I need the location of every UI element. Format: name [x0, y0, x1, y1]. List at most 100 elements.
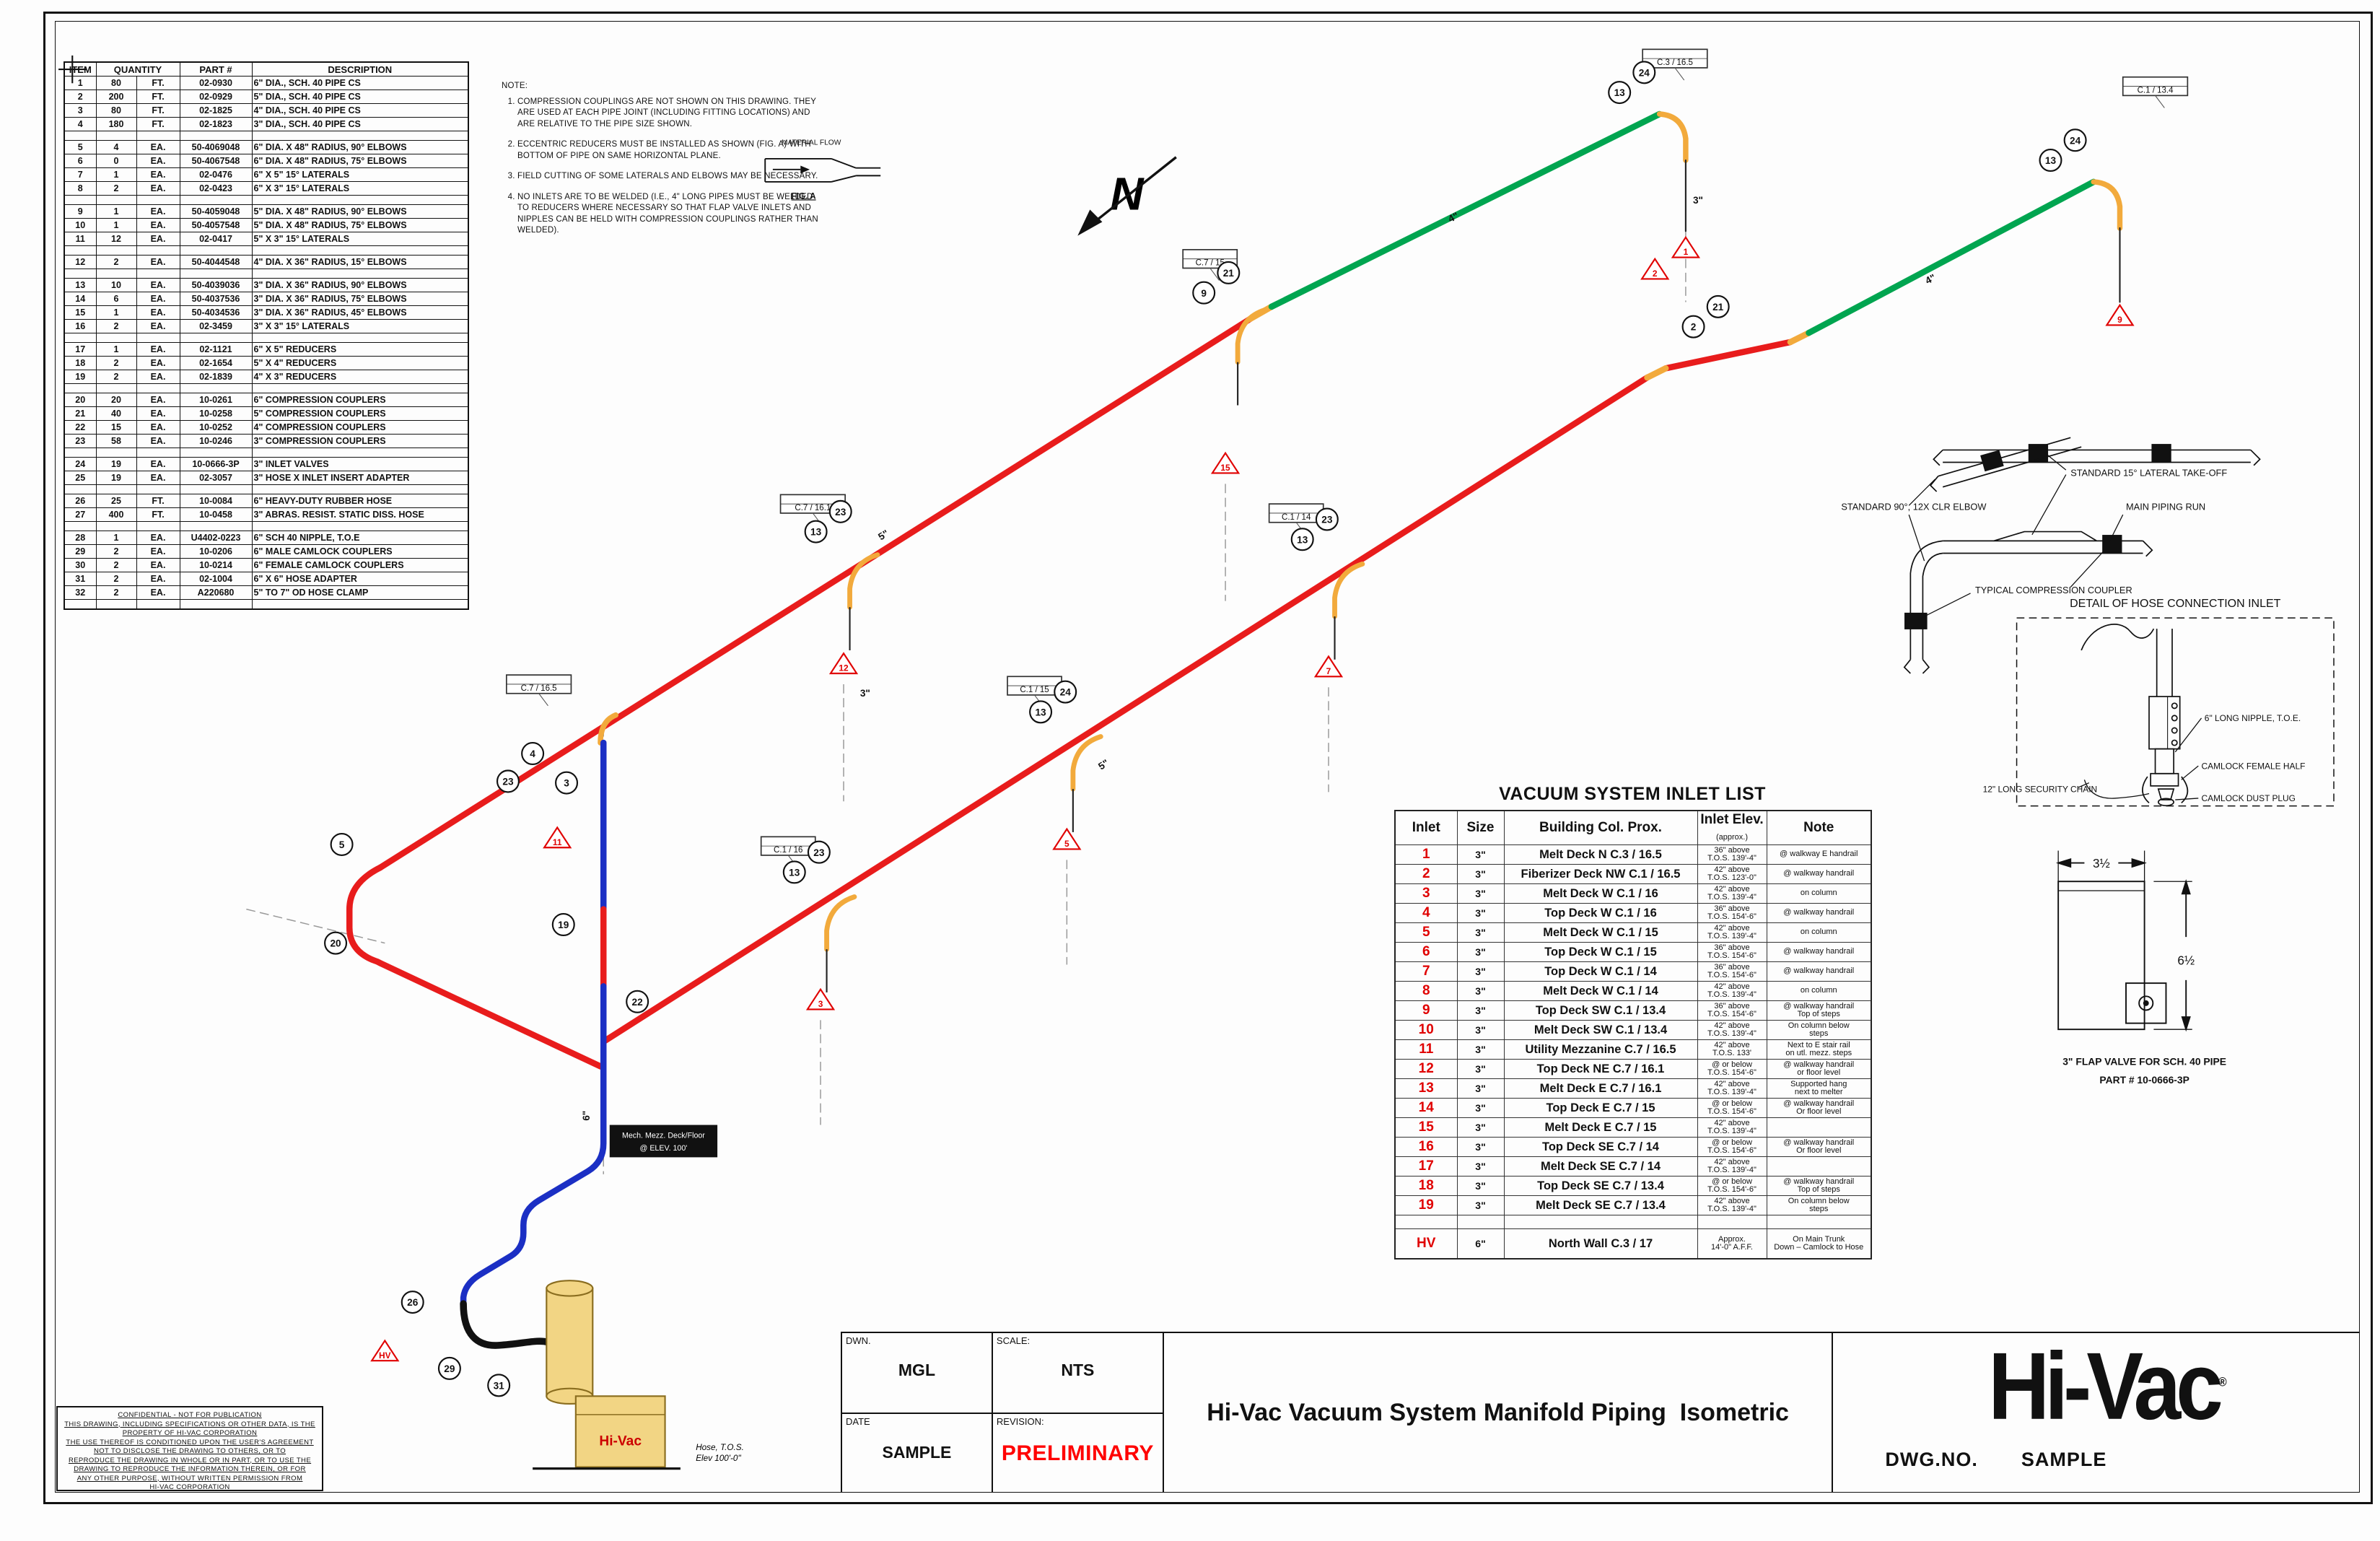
pipe-jog — [1662, 339, 1794, 372]
pipe-main-trunk-lower — [600, 374, 1650, 1045]
separator-row — [64, 599, 469, 610]
svg-text:2: 2 — [1691, 322, 1697, 333]
inlet-number: 15 — [1394, 1117, 1458, 1138]
grid-tag: C.3 / 16.5 — [1642, 48, 1708, 81]
inlet-number: 10 — [1394, 1020, 1458, 1040]
svg-text:STANDARD 90°, 12X CLR ELBOW: STANDARD 90°, 12X CLR ELBOW — [1841, 502, 1987, 512]
svg-text:3: 3 — [564, 778, 569, 789]
separator-row — [64, 521, 469, 531]
inlet-number: 12 — [1394, 1059, 1458, 1079]
separator-row — [64, 333, 469, 343]
balloon-callout: 26 — [401, 1291, 424, 1314]
flap-valve-detail: 3½ 6½ 3" FLAP VALVE FOR SCH. 40 PIPE PAR… — [2055, 850, 2226, 1086]
inlet-list-header: Inlet Size Building Col. Prox. Inlet Ele… — [1394, 810, 1872, 845]
inlet-list-title: VACUUM SYSTEM INLET LIST — [1499, 784, 1766, 804]
grid-tag: C.7 / 16.5 — [505, 674, 572, 707]
svg-text:24: 24 — [2070, 135, 2081, 146]
inlet-number: 11 — [1394, 1039, 1458, 1060]
col-inlet: Inlet — [1394, 810, 1458, 845]
inlet-number: 4 — [1394, 903, 1458, 923]
confidential-line: CONFIDENTIAL - NOT FOR PUBLICATION — [118, 1411, 262, 1419]
dwn-value: MGL — [898, 1361, 935, 1379]
separator-row — [64, 245, 469, 256]
separator-row — [1394, 1215, 1872, 1229]
svg-text:4: 4 — [530, 748, 535, 759]
svg-text:13: 13 — [1035, 707, 1046, 717]
grid-tag: C.1 / 15 — [1007, 676, 1062, 708]
pipe-hose — [460, 1300, 552, 1349]
balloon-callout: 21 — [1706, 294, 1730, 318]
pipe-size-label: 6" — [581, 1111, 592, 1121]
svg-text:C.7 / 16.5: C.7 / 16.5 — [521, 684, 557, 693]
svg-text:C.1 / 15: C.1 / 15 — [1020, 686, 1049, 694]
balloon-callout: 13 — [804, 520, 828, 544]
titleblock-scale-revision: SCALE: NTS REVISION: PRELIMINARY — [992, 1333, 1164, 1493]
svg-text:FIG. A: FIG. A — [792, 191, 817, 201]
balloon-callout: 24 — [1054, 680, 1077, 704]
confidential-line: THIS DRAWING, INCLUDING SPECIFICATIONS O… — [64, 1420, 315, 1428]
svg-text:3½: 3½ — [2093, 857, 2110, 870]
inlet-drop — [1235, 307, 1268, 406]
balloon-callout: 13 — [1029, 700, 1053, 724]
inlet-drop — [847, 552, 880, 650]
col-part: PART # — [179, 61, 253, 77]
svg-text:@ ELEV. 100': @ ELEV. 100' — [640, 1144, 688, 1153]
balloon-callout: 4 — [521, 742, 545, 766]
col-elev: Inlet Elev.(approx.) — [1697, 810, 1767, 845]
svg-text:13: 13 — [1297, 534, 1308, 545]
svg-text:23: 23 — [813, 847, 825, 858]
inlet-number: 2 — [1394, 864, 1458, 884]
svg-text:9: 9 — [2117, 315, 2122, 325]
pipe-size-label: 3" — [1693, 195, 1703, 206]
pipe-size-label: 5" — [1096, 757, 1111, 772]
date-value: SAMPLE — [882, 1443, 952, 1462]
fig-a-sketch: MATERIAL FLOW FIG. A — [764, 139, 881, 201]
inlet-drop — [1332, 561, 1365, 660]
inlet-number: 9 — [1394, 1000, 1458, 1021]
separator-row — [64, 383, 469, 393]
balloon-callout: 13 — [2039, 149, 2062, 173]
north-arrow: N — [1077, 156, 1177, 236]
drawing-title: Hi-Vac Vacuum System Manifold Piping Iso… — [1207, 1399, 1789, 1426]
deck-elevation-label: Mech. Mezz. Deck/Floor @ ELEV. 100' — [609, 1125, 718, 1158]
balloon-callout: 23 — [807, 840, 831, 864]
balloon-callout: 9 — [1192, 281, 1216, 305]
inlet-drop — [1070, 734, 1103, 832]
balloon-callout: 29 — [437, 1356, 461, 1380]
inlet-triangle: 12 — [828, 652, 859, 675]
svg-text:11: 11 — [553, 837, 562, 847]
balloon-callout: 13 — [1608, 81, 1632, 105]
pipe-size-label: 5" — [876, 528, 891, 542]
inlet-triangle: HV — [370, 1339, 400, 1362]
svg-text:31: 31 — [494, 1380, 505, 1391]
svg-text:CAMLOCK FEMALE HALF: CAMLOCK FEMALE HALF — [2202, 761, 2306, 771]
titleblock-title-cell: Hi-Vac Vacuum System Manifold Piping Iso… — [1164, 1333, 1834, 1493]
parts-table-header: ITEM QUANTITY PART # DESCRIPTION — [64, 61, 469, 77]
separator-row — [64, 448, 469, 458]
svg-text:2: 2 — [1653, 269, 1658, 279]
pipe-size-label: 3" — [860, 688, 870, 699]
svg-text:7: 7 — [1326, 666, 1331, 676]
